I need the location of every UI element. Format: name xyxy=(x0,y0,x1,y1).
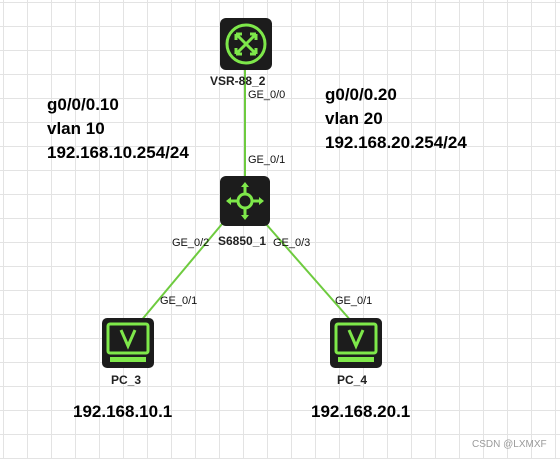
port-label-switch-ge03: GE_0/3 xyxy=(273,237,311,249)
left-note-gateway: 192.168.10.254/24 xyxy=(47,143,189,162)
l3-switch-icon xyxy=(226,182,264,220)
right-note-vlan: vlan 20 xyxy=(325,109,383,128)
port-label-switch-ge01: GE_0/1 xyxy=(248,154,286,166)
pc4-device[interactable] xyxy=(330,318,382,368)
router-icon xyxy=(225,23,267,65)
router-name: VSR-88_2 xyxy=(210,74,266,88)
left-note-interface: g0/0/0.10 xyxy=(47,95,119,114)
pc3-ip-address: 192.168.10.1 xyxy=(73,402,173,421)
port-label-switch-ge02: GE_0/2 xyxy=(172,237,210,249)
switch-name: S6850_1 xyxy=(218,234,267,248)
router-device[interactable] xyxy=(220,18,272,70)
link-switch-pc3[interactable] xyxy=(139,223,223,323)
pc3-device[interactable] xyxy=(102,318,154,368)
pc4-ip-address: 192.168.20.1 xyxy=(311,402,411,421)
left-subinterface-note: g0/0/0.10 vlan 10 192.168.10.254/24 xyxy=(47,93,189,165)
watermark: CSDN @LXMXF xyxy=(472,439,547,450)
pc4-name: PC_4 xyxy=(337,373,368,387)
right-note-interface: g0/0/0.20 xyxy=(325,85,397,104)
port-label-pc3-ge01: GE_0/1 xyxy=(160,295,198,307)
right-note-gateway: 192.168.20.254/24 xyxy=(325,133,467,152)
pc-monitor-icon xyxy=(334,322,378,362)
pc3-name: PC_3 xyxy=(111,373,142,387)
switch-device[interactable] xyxy=(220,176,270,226)
pc-monitor-icon xyxy=(106,322,150,362)
right-subinterface-note: g0/0/0.20 vlan 20 192.168.20.254/24 xyxy=(325,83,467,155)
link-switch-pc4[interactable] xyxy=(265,223,353,323)
left-note-vlan: vlan 10 xyxy=(47,119,105,138)
port-label-pc4-ge01: GE_0/1 xyxy=(335,295,373,307)
port-label-router-ge00: GE_0/0 xyxy=(248,89,286,101)
